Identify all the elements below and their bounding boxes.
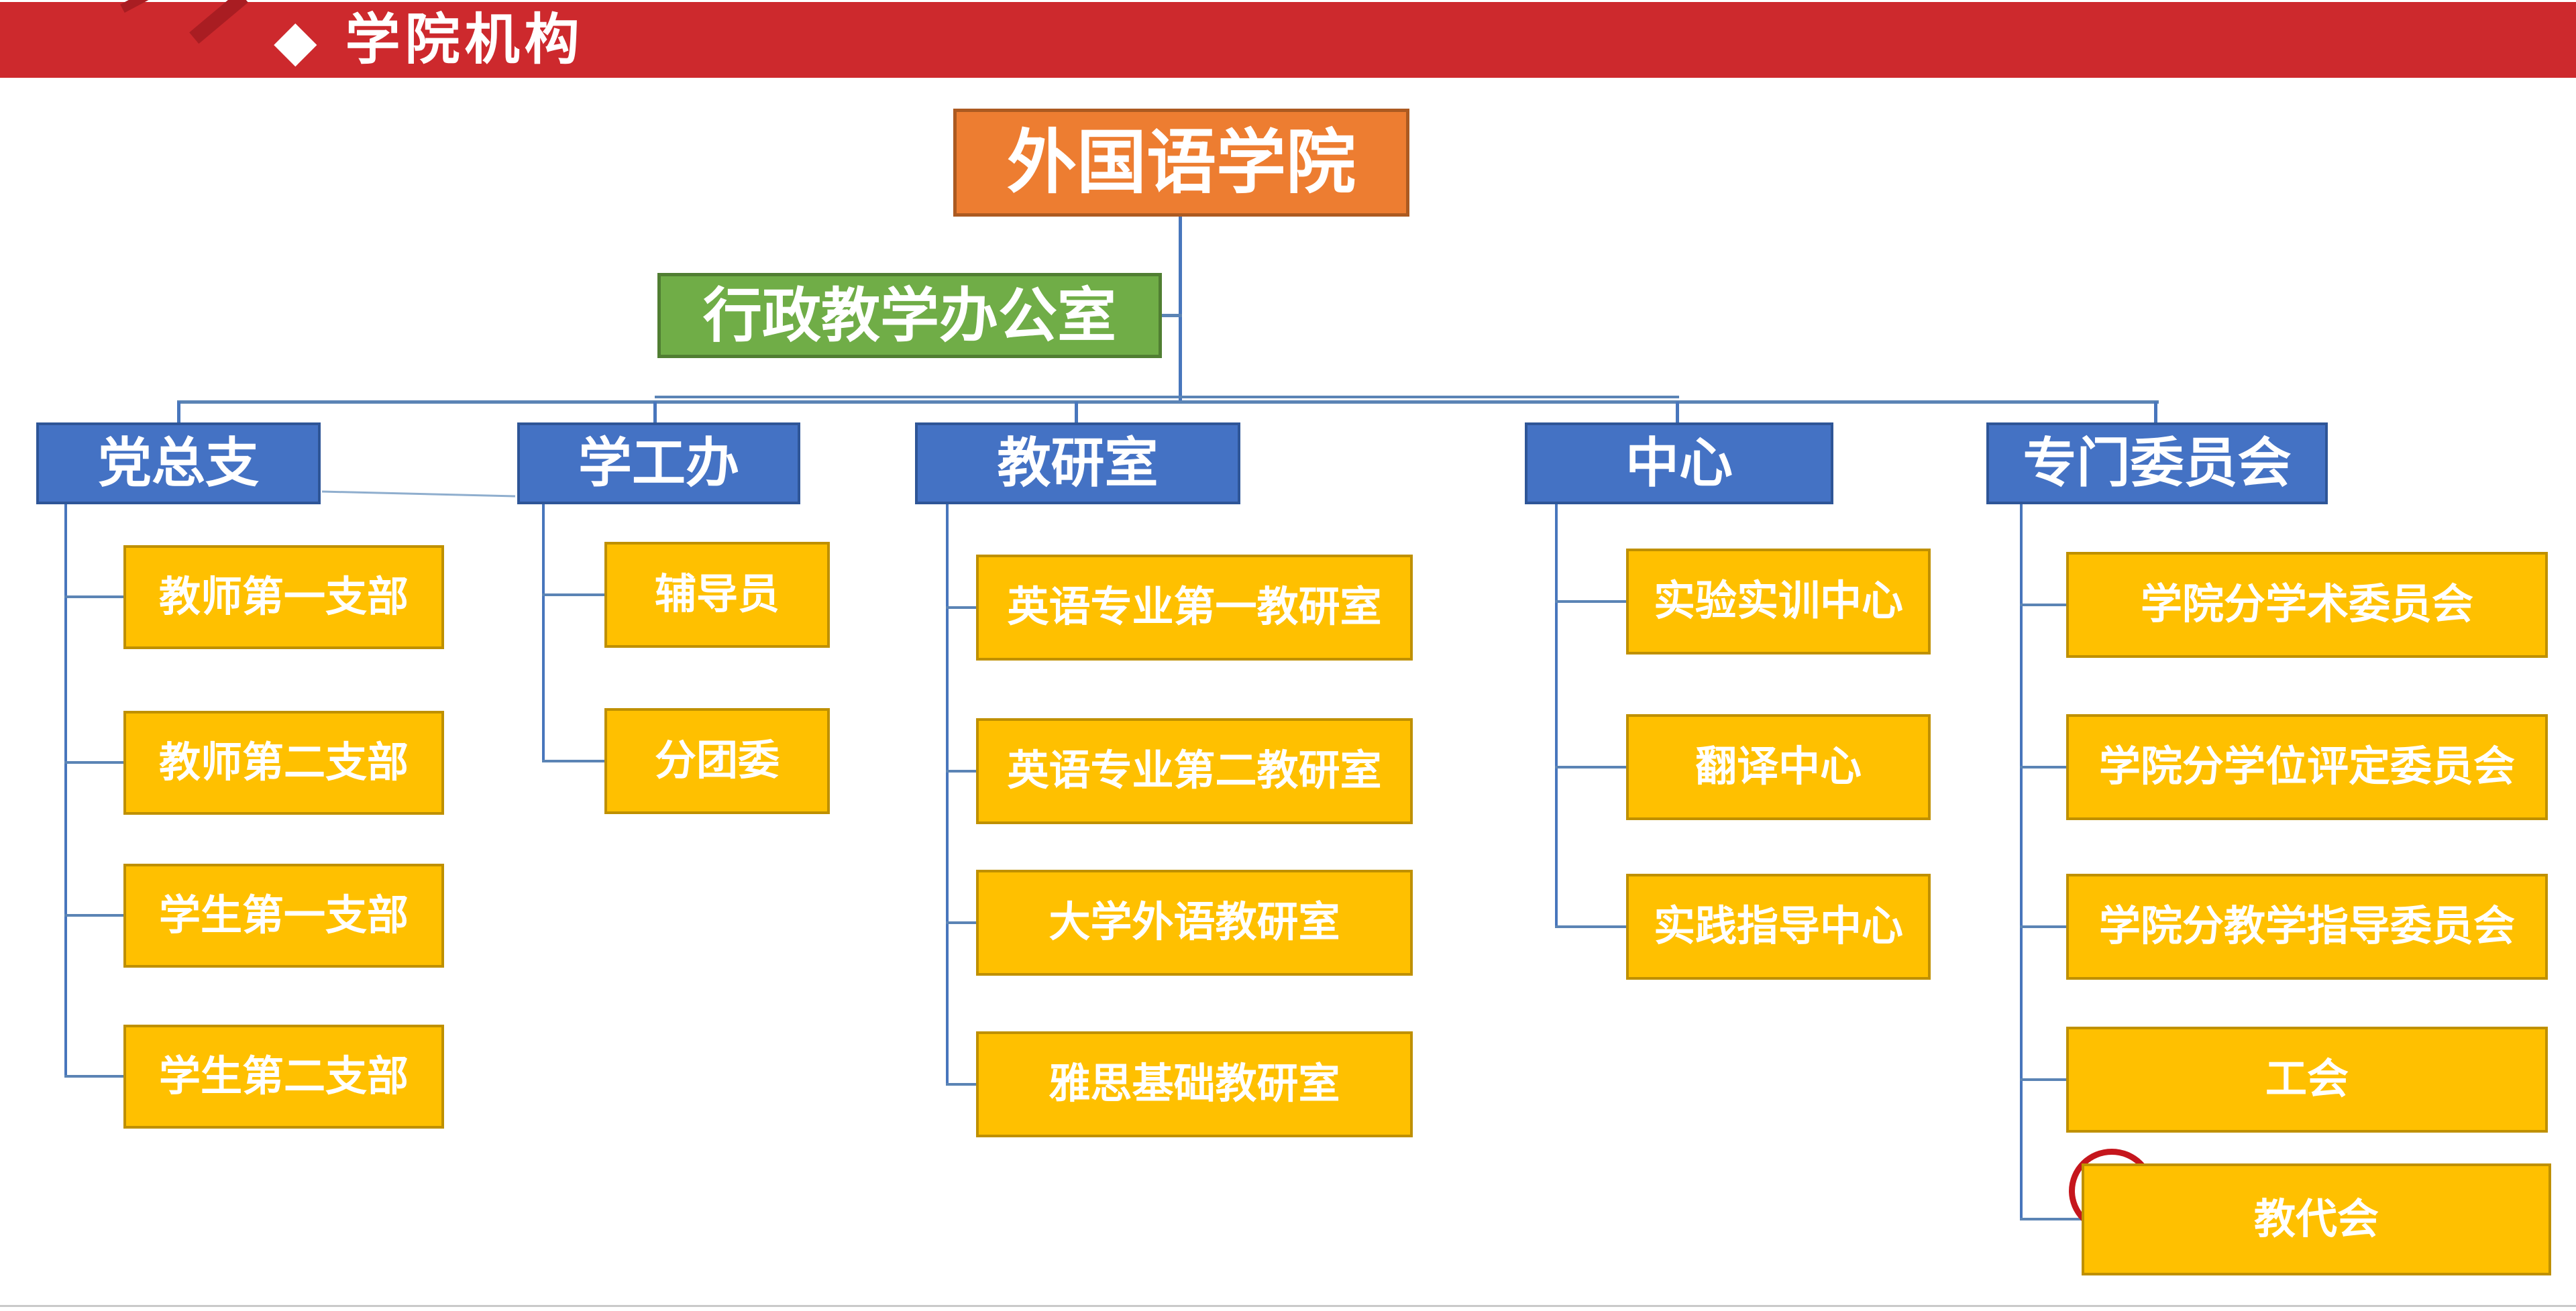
connector-line xyxy=(2020,1218,2082,1220)
connector-line xyxy=(655,396,1679,398)
connector-line xyxy=(1179,217,1182,402)
connector-line xyxy=(64,914,123,917)
header-bar: ◆ 学院机构 xyxy=(0,2,2576,78)
connector-line xyxy=(946,504,949,1084)
connector-line xyxy=(946,1083,976,1086)
org-box-branch-student-affairs: 学工办 xyxy=(517,422,800,504)
connector-line xyxy=(1676,402,1679,422)
connector-line xyxy=(177,400,2159,404)
connector-line xyxy=(1555,504,1558,927)
bottom-divider xyxy=(0,1305,2576,1307)
org-box-leaf: 学生第一支部 xyxy=(123,864,444,968)
connector-line xyxy=(1555,766,1626,768)
connector-line xyxy=(2154,402,2157,422)
org-box-branch-teaching-research: 教研室 xyxy=(915,422,1240,504)
org-box-leaf: 翻译中心 xyxy=(1626,714,1931,820)
connector-line xyxy=(2020,604,2066,606)
connector-line xyxy=(1075,402,1078,422)
org-box-leaf: 工会 xyxy=(2066,1027,2548,1133)
connector-line xyxy=(1162,314,1182,317)
connector-line xyxy=(946,921,976,924)
org-box-admin-office: 行政教学办公室 xyxy=(657,273,1162,358)
org-box-leaf: 实践指导中心 xyxy=(1626,874,1931,980)
org-box-branch-centers: 中心 xyxy=(1525,422,1833,504)
connector-line xyxy=(946,606,976,609)
org-box-leaf: 雅思基础教研室 xyxy=(976,1031,1413,1137)
page-title: 学院机构 xyxy=(345,9,584,70)
org-box-branch-committees: 专门委员会 xyxy=(1986,422,2328,504)
org-box-branch-party: 党总支 xyxy=(36,422,321,504)
org-box-leaf: 学生第二支部 xyxy=(123,1025,444,1129)
connector-line xyxy=(64,761,123,764)
connector-line-light xyxy=(322,490,515,498)
connector-line xyxy=(1555,925,1626,928)
connector-line xyxy=(64,504,67,1078)
org-box-leaf: 辅导员 xyxy=(604,542,830,648)
org-box-leaf: 学院分学术委员会 xyxy=(2066,552,2548,658)
org-box-leaf: 教师第二支部 xyxy=(123,711,444,815)
org-box-leaf: 英语专业第一教研室 xyxy=(976,555,1413,661)
connector-line xyxy=(2020,1078,2066,1081)
connector-line xyxy=(2020,504,2023,1219)
connector-line xyxy=(542,760,604,762)
org-box-root: 外国语学院 xyxy=(953,109,1409,217)
connector-line xyxy=(542,504,545,761)
org-box-leaf: 教代会 xyxy=(2082,1163,2551,1275)
org-box-leaf: 实验实训中心 xyxy=(1626,549,1931,654)
connector-line xyxy=(2020,925,2066,928)
connector-line xyxy=(542,593,604,596)
connector-line xyxy=(2020,766,2066,768)
org-box-leaf: 分团委 xyxy=(604,708,830,814)
connector-line xyxy=(177,402,180,422)
connector-line xyxy=(946,770,976,773)
org-box-leaf: 大学外语教研室 xyxy=(976,870,1413,976)
connector-line xyxy=(64,595,123,598)
org-box-leaf: 学院分教学指导委员会 xyxy=(2066,874,2548,980)
org-box-leaf: 教师第一支部 xyxy=(123,545,444,649)
connector-line xyxy=(1555,600,1626,603)
org-box-leaf: 学院分学位评定委员会 xyxy=(2066,714,2548,820)
connector-line xyxy=(653,402,657,422)
connector-line xyxy=(64,1075,123,1078)
org-box-leaf: 英语专业第二教研室 xyxy=(976,718,1413,824)
diamond-icon: ◆ xyxy=(274,8,317,72)
